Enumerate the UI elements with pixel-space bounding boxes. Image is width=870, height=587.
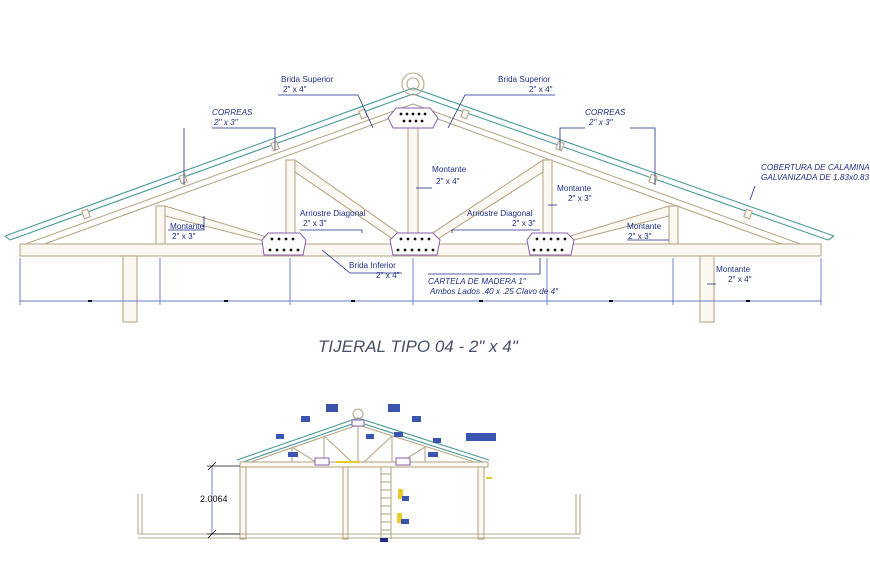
leader-lines: [168, 94, 756, 285]
label-correas-left: CORREAS 2" x 3": [212, 108, 253, 127]
svg-text:2" x 3": 2" x 3": [172, 232, 196, 241]
label-montante-right-inner: Montante 2" x 3": [557, 184, 592, 203]
label-montante-center: Montante 2" x 4": [432, 165, 467, 186]
label-correas-right: CORREAS 2" x 3": [585, 108, 626, 127]
building-section: 2.0064: [137, 404, 581, 542]
section-gussets: [314, 419, 411, 466]
svg-text:2" x 3": 2" x 3": [512, 219, 536, 228]
section-tags: [276, 404, 496, 524]
svg-text:CORREAS: CORREAS: [585, 108, 626, 117]
section-markers: [336, 461, 492, 523]
svg-text:Montante: Montante: [557, 184, 592, 193]
svg-text:COBERTURA DE CALAMINA: COBERTURA DE CALAMINA: [761, 163, 870, 172]
gusset-plates: [261, 107, 575, 256]
label-montante-right-outer: Montante 2" x 3": [627, 222, 662, 241]
ridge-ring: [401, 72, 425, 96]
svg-text:2" x 4": 2" x 4": [376, 271, 400, 280]
svg-text:Arriostre Diagonal: Arriostre Diagonal: [300, 209, 366, 218]
purlins: [81, 108, 753, 220]
label-montante-post: Montante 2" x 4": [716, 265, 752, 284]
label-cobertura: COBERTURA DE CALAMINA GALVANIZADA DE 1.8…: [761, 163, 870, 182]
posts: [122, 255, 715, 323]
label-brida-superior-left: Brida Superior 2" x 4": [281, 75, 334, 94]
svg-text:2" x 3": 2" x 3": [588, 118, 614, 127]
svg-text:GALVANIZADA DE 1.83x0.83: GALVANIZADA DE 1.83x0.83: [761, 173, 869, 182]
svg-text:Montante: Montante: [627, 222, 662, 231]
svg-text:2" x 4": 2" x 4": [728, 275, 752, 284]
label-brida-superior-right: Brida Superior 2" x 4": [498, 75, 553, 94]
ridge-ring-inner: [406, 77, 420, 91]
svg-text:Arriostre Diagonal: Arriostre Diagonal: [467, 209, 533, 218]
svg-text:Brida Superior: Brida Superior: [498, 75, 551, 84]
dimension-line: [19, 258, 822, 305]
svg-text:CORREAS: CORREAS: [212, 108, 253, 117]
section-beam: [239, 461, 489, 468]
svg-text:Montante: Montante: [716, 265, 751, 274]
svg-text:2" x 4": 2" x 4": [283, 85, 307, 94]
height-dimension: 2.0064: [200, 461, 240, 539]
svg-text:2" x 4": 2" x 4": [436, 177, 460, 186]
section-truss: [291, 425, 426, 463]
svg-text:2" x 3": 2" x 3": [568, 194, 592, 203]
svg-text:Montante: Montante: [432, 165, 467, 174]
label-brida-inferior: Brida Inferior 2" x 4": [349, 261, 400, 280]
height-dimension-value: 2.0064: [200, 494, 228, 504]
svg-text:2" x 4": 2" x 4": [529, 85, 553, 94]
label-cartela: CARTELA DE MADERA 1" Ambos Lados .40 x .…: [428, 277, 559, 296]
svg-text:2" x 3": 2" x 3": [213, 118, 239, 127]
roof-cover: [4, 87, 835, 241]
svg-text:Montante: Montante: [170, 222, 205, 231]
label-arriostre-right: Arriostre Diagonal 2" x 3": [467, 209, 536, 228]
drawing-title: TIJERAL TIPO 04 - 2" x 4": [318, 337, 519, 356]
label-montante-left: Montante 2" x 3": [170, 222, 205, 241]
label-arriostre-left: Arriostre Diagonal 2" x 3": [300, 209, 366, 228]
svg-text:Brida Inferior: Brida Inferior: [349, 261, 396, 270]
section-ladder: [380, 467, 392, 542]
svg-text:Ambos Lados .40 x .25 Clavo de: Ambos Lados .40 x .25 Clavo de 4": [429, 287, 559, 296]
svg-text:2" x 3": 2" x 3": [303, 219, 327, 228]
main-truss: Brida Superior 2" x 4" Brida Superior 2"…: [4, 72, 870, 356]
svg-text:CARTELA DE MADERA 1": CARTELA DE MADERA 1": [428, 277, 527, 286]
section-ridge-ring: [352, 408, 364, 420]
svg-text:2" x 3": 2" x 3": [628, 232, 652, 241]
svg-text:Brida Superior: Brida Superior: [281, 75, 334, 84]
